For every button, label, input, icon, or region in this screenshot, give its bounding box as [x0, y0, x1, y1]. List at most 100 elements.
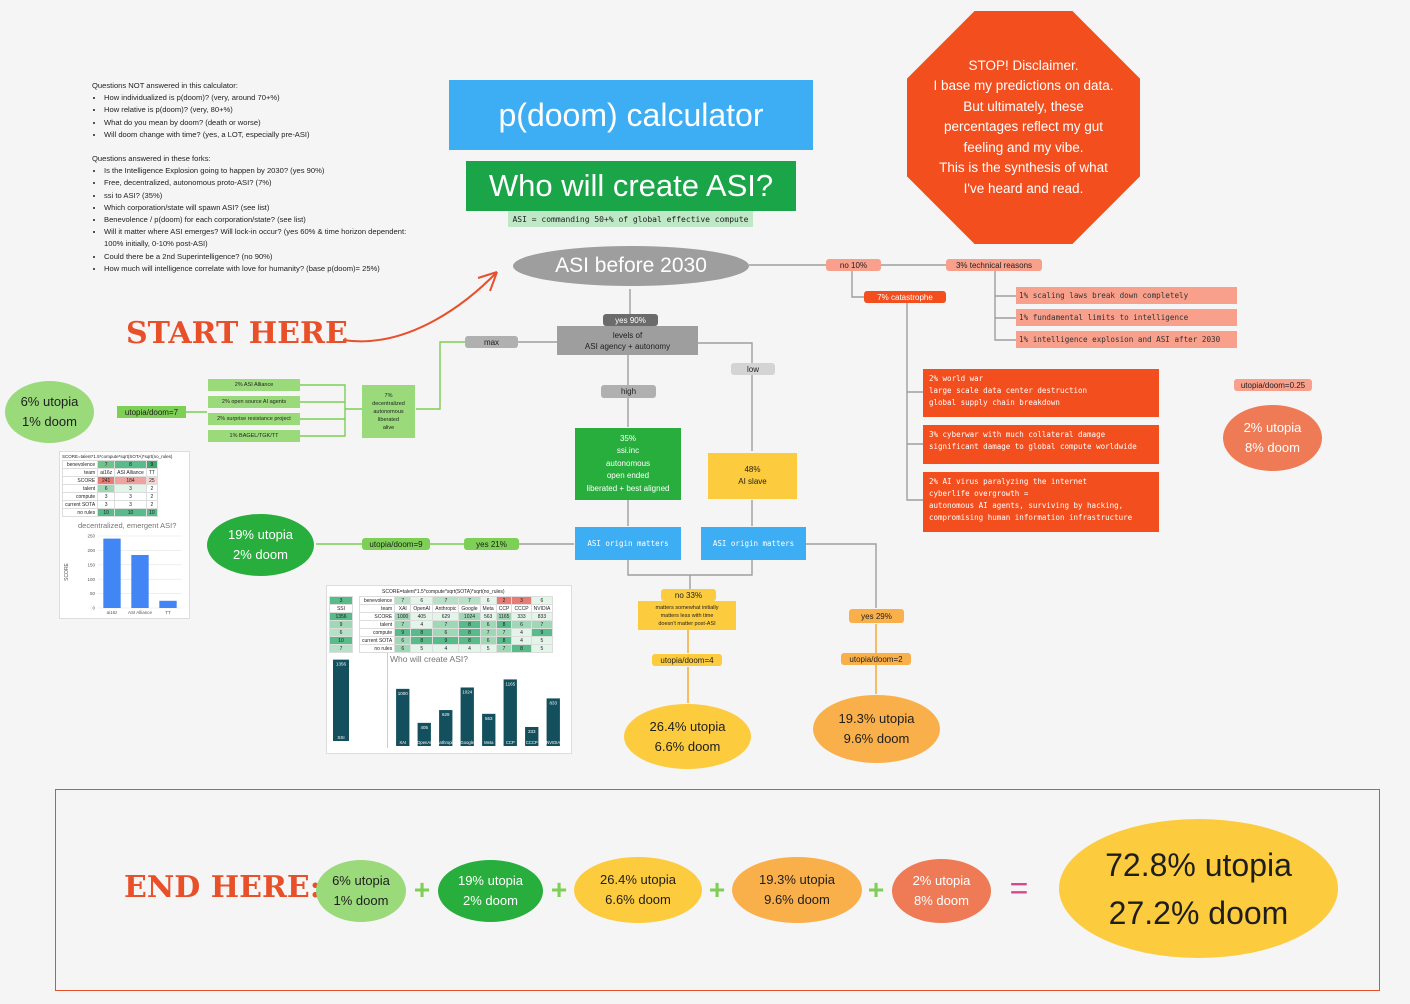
sheet-formula: SCORE=talent*1.5*compute*sqrt(SOTA)*sqrt…	[62, 454, 173, 459]
utopia-value: 19% utopia	[227, 527, 294, 542]
cell: 6	[410, 596, 434, 605]
plus-icon: +	[413, 874, 431, 905]
answered-list: Is the Intelligence Explosion going to h…	[92, 165, 427, 275]
cell: Anthropic	[432, 604, 460, 613]
utopia-value: 26.4% utopia	[600, 872, 676, 887]
outcome-catastrophe: 2% utopia 8% doom	[1223, 405, 1322, 471]
questions-panel: Questions NOT answered in this calculato…	[92, 80, 427, 275]
data-label: 405	[420, 725, 428, 730]
doom-value: 8% doom	[914, 893, 969, 908]
ssi-line: liberated + best aligned	[586, 483, 670, 493]
cell: 9	[394, 628, 412, 637]
x-tick-label: Meta	[484, 740, 494, 745]
cell: 1000	[394, 612, 412, 621]
start-here-label: START HERE	[126, 316, 348, 351]
cell: 7	[495, 628, 513, 637]
cell: 7	[495, 644, 513, 653]
x-tick-label: TT	[165, 610, 171, 615]
doom-value: 6.6% doom	[654, 738, 721, 754]
cell: 3	[97, 492, 116, 501]
disclaimer-octagon: STOP! Disclaimer. I base my predictions …	[907, 11, 1140, 244]
plus-icon: +	[550, 874, 568, 905]
cell: 6	[394, 636, 412, 645]
big-sheet-card: SCORE=talent*1.5*compute*sqrt(SOTA)*sqrt…	[326, 585, 572, 754]
yes-21-label: yes 21%	[464, 538, 519, 550]
data-label: 1165	[505, 681, 515, 686]
slave-line: 48%	[744, 465, 761, 474]
cell: 7	[458, 596, 481, 605]
sheet-formula: SCORE=talent*1.5*compute*sqrt(SOTA)*sqrt…	[382, 589, 505, 595]
bar	[333, 659, 349, 741]
disclaimer-line: This is the synthesis of what I've heard…	[939, 160, 1108, 196]
row-label: talent	[358, 620, 396, 629]
cell: 6	[479, 636, 497, 645]
list-item: Will it matter where ASI emerges? Will l…	[104, 226, 427, 250]
end-here-label: END HERE:	[124, 870, 321, 905]
cell: 10	[97, 508, 116, 517]
yes-90-label: yes 90%	[603, 314, 658, 326]
cell: 833	[530, 612, 554, 621]
cell: Google	[458, 604, 481, 613]
row-label: benevolence	[358, 596, 396, 605]
asi-definition: ASI = commanding 50+% of global effectiv…	[508, 211, 753, 227]
cell: 6	[530, 596, 554, 605]
cell: Meta	[479, 604, 497, 613]
yes-29-label: yes 29%	[849, 609, 904, 623]
cell: 2	[495, 596, 513, 605]
list-item: Which corporation/state will spawn ASI? …	[104, 202, 427, 214]
utopia-value: 6% utopia	[332, 873, 390, 888]
no-10-label: no 10%	[826, 259, 881, 271]
cell: 6	[432, 628, 460, 637]
disclaimer-line: STOP! Disclaimer.	[968, 57, 1079, 73]
big-chart-title: Who will create ASI?	[390, 654, 468, 664]
catastrophe-line: global supply chain breakdown	[929, 398, 1060, 407]
cell: 8	[458, 636, 481, 645]
disclaimer-line: But ultimately, these percentages reflec…	[943, 98, 1104, 155]
cell: 8	[410, 628, 434, 637]
ratio-label: utopia/doom=2	[841, 653, 911, 665]
cell: 9	[530, 628, 554, 637]
doom-value: 2% doom	[233, 547, 288, 562]
outcome-19-3-utopia: 19.3% utopia 9.6% doom	[813, 695, 940, 763]
small-chart-title: decentralized, emergent ASI?	[78, 521, 177, 530]
cell: 6	[394, 644, 412, 653]
levels-node: levels of ASI agency + autonomy	[557, 326, 698, 355]
cell: 9	[145, 460, 158, 469]
data-label: 629	[442, 712, 450, 717]
cell: 3	[329, 596, 353, 605]
ssi-line: ssi.inc	[616, 446, 640, 456]
data-label: 1000	[398, 691, 409, 696]
doom-value: 6.6% doom	[605, 892, 671, 907]
cell: 8	[114, 460, 147, 469]
catastrophe-line: 3% cyberwar with much collateral damage	[929, 430, 1106, 439]
equals-icon: =	[1009, 869, 1029, 906]
cell: 5	[479, 644, 497, 653]
y-tick-label: 150	[87, 562, 95, 567]
list-item: Will doom change with time? (yes, a LOT,…	[104, 129, 427, 141]
doom-value: 1% doom	[333, 893, 389, 908]
list-item: How much will intelligence correlate wit…	[104, 263, 427, 275]
cell: 5	[530, 636, 554, 645]
tech-item: 1% intelligence explosion and ASI after …	[1016, 331, 1237, 348]
note-line: matters somewhat initially	[655, 604, 719, 611]
y-tick-label: 100	[87, 577, 95, 582]
cell: 8	[458, 628, 481, 637]
decentral-line: liberated	[377, 416, 400, 423]
outcome-6-utopia: 6% utopia 1% doom	[5, 381, 94, 443]
catastrophe-line: significant damage to global compute wor…	[929, 442, 1137, 451]
ai-slave-node: 48% AI slave	[708, 453, 797, 499]
cell: NVIDIA	[530, 604, 554, 613]
total-doom: 27.2% doom	[1108, 894, 1289, 931]
ratio-label: utopia/doom=4	[652, 654, 722, 666]
sum-term-1: 6% utopia 1% doom	[316, 860, 406, 922]
asi-origin-node: ASI origin matters	[701, 527, 806, 560]
catastrophe-line: large scale data center destruction	[929, 386, 1088, 395]
list-item: What do you mean by doom? (death or wors…	[104, 117, 427, 129]
cell: 4	[432, 644, 460, 653]
cell: 5	[410, 644, 434, 653]
row-label: current SOTA	[61, 500, 99, 509]
ssi-line: open ended	[606, 471, 650, 481]
utopia-value: 26.4% utopia	[649, 718, 726, 734]
cell: 8	[495, 636, 513, 645]
